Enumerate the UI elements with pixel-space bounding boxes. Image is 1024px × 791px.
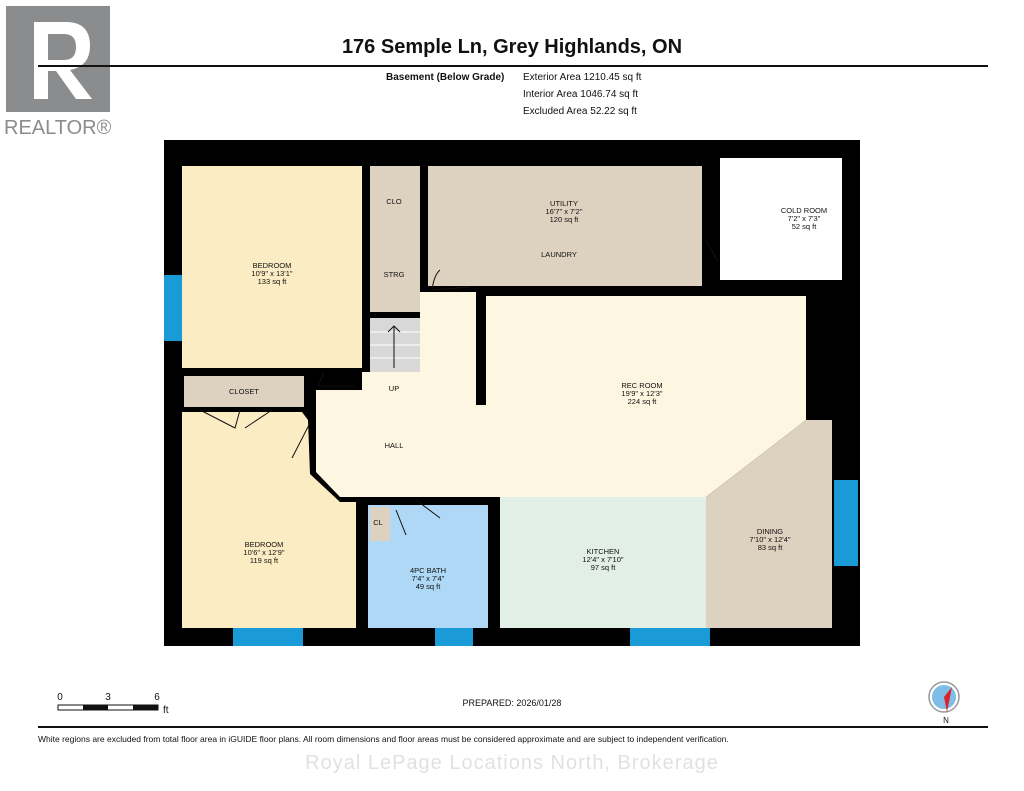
clo-label: CLO [386,197,402,206]
rec-room-name: REC ROOM [621,381,662,390]
bedroom1-area: 133 sq ft [258,277,288,286]
room-bedroom-1 [182,166,362,368]
room-utility [428,166,702,286]
level-name: Basement (Below Grade) [386,72,505,83]
room-kitchen [500,497,706,628]
utility-area: 120 sq ft [550,215,580,224]
room-hall-rec [316,292,806,497]
room-cold-room [720,158,842,280]
prepared-date: PREPARED: 2026/01/28 [462,698,562,708]
room-closet [184,376,304,407]
compass-icon: N [928,681,960,725]
realtor-logo: REALTOR® [4,6,112,139]
stairs-label: UP [389,384,399,393]
cold-room-name: COLD ROOM [781,206,827,215]
stair-treads [370,331,420,359]
dining-area: 83 sq ft [758,543,784,552]
scale-tick-0: 0 [57,692,63,703]
doors [199,239,719,536]
cold-room-dims: 7'2" x 7'3" [788,214,821,223]
bath-name: 4PC BATH [410,566,446,575]
bedroom2-dims: 10'6" x 12'9" [243,548,284,557]
strg-label: STRG [384,270,405,279]
utility-name: UTILITY [550,199,578,208]
rec-room-dims: 19'9" x 12'3" [621,389,662,398]
bedroom2-name: BEDROOM [245,540,284,549]
excluded-area: Excluded Area 52.22 sq ft [523,106,637,117]
dining-dims: 7'10" x 12'4" [749,535,790,544]
bedroom1-name: BEDROOM [253,261,292,270]
disclaimer: White regions are excluded from total fl… [38,734,729,744]
kitchen-dims: 12'4" x 7'10" [582,555,623,564]
bedroom1-dims: 10'9" x 13'1" [251,269,292,278]
closet-label: CLOSET [229,387,259,396]
room-cl [370,507,390,541]
bath-dims: 7'4" x 7'4" [412,574,445,583]
svg-text:REALTOR®: REALTOR® [4,117,112,139]
divider [38,726,988,728]
hall-label: HALL [385,441,404,450]
page-title: 176 Semple Ln, Grey Highlands, ON [341,36,683,58]
interior-area: Interior Area 1046.74 sq ft [523,89,639,100]
kitchen-area: 97 sq ft [591,563,617,572]
scale-unit: ft [163,705,169,716]
cl-label: CL [373,518,383,527]
compass-north: N [943,716,949,725]
scale-tick-6: 6 [154,692,160,703]
room-bedroom-2 [182,412,356,628]
scale-bar: 0 3 6 ft [57,692,169,716]
windows [164,275,858,646]
kitchen-name: KITCHEN [587,547,620,556]
dining-name: DINING [757,527,783,536]
exterior-area: Exterior Area 1210.45 sq ft [523,72,642,83]
bedroom2-area: 119 sq ft [250,556,279,565]
room-dining [706,420,832,628]
watermark: Royal LePage Locations North, Brokerage [305,752,719,774]
laundry-label: LAUNDRY [541,250,577,259]
room-clo-strg [370,166,420,312]
scale-tick-3: 3 [105,692,111,703]
rec-room-area: 224 sq ft [628,397,658,406]
cold-room-area: 52 sq ft [792,222,818,231]
utility-dims: 16'7" x 7'2" [546,207,583,216]
divider [38,65,988,67]
bath-area: 49 sq ft [416,582,442,591]
